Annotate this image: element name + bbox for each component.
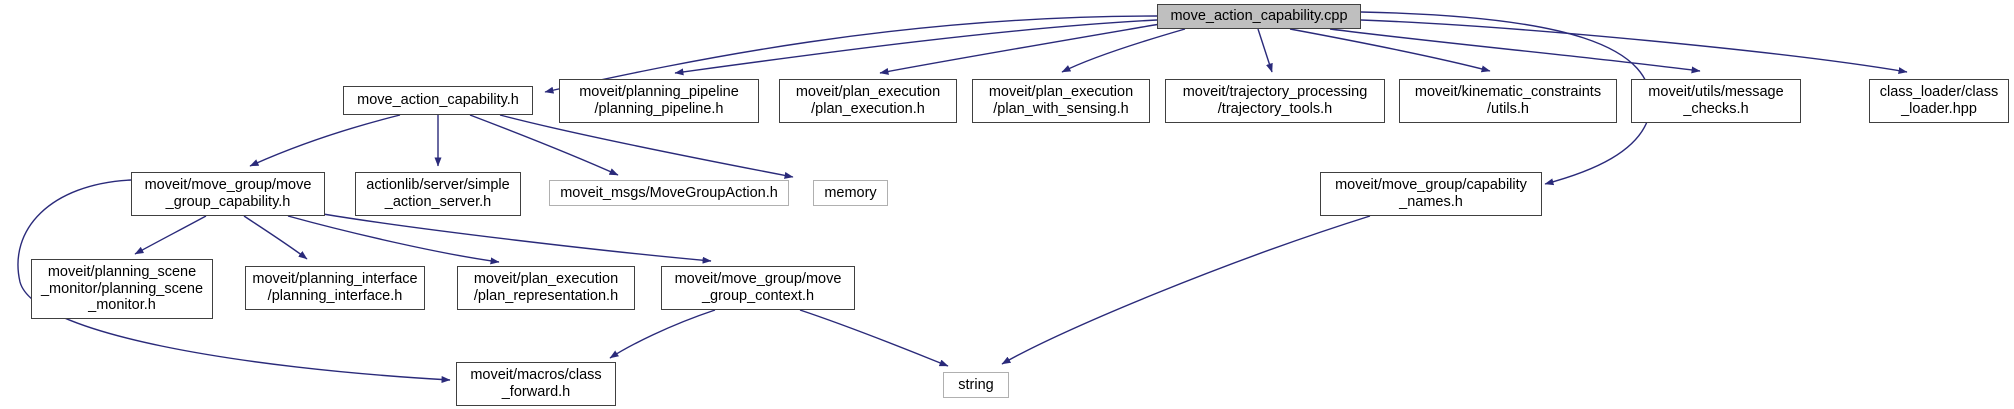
graph-node-label: class_loader/class _loader.hpp [1879, 84, 1999, 117]
edge-root-to-plan_execution [879, 23, 1161, 75]
graph-node-root[interactable]: move_action_capability.cpp [1157, 4, 1361, 29]
graph-node-label: moveit/plan_execution /plan_execution.h [795, 84, 941, 117]
edge-move_action_h-to-movegroup_action [469, 114, 619, 176]
graph-node-group_capability[interactable]: moveit/move_group/move _group_capability… [131, 172, 325, 216]
graph-node-label: string [958, 376, 994, 393]
edge-move_group_context-to-string [799, 309, 949, 367]
graph-node-class_loader[interactable]: class_loader/class _loader.hpp [1869, 79, 2009, 123]
graph-node-trajectory_tools[interactable]: moveit/trajectory_processing /trajectory… [1165, 79, 1385, 123]
graph-node-label: move_action_capability.cpp [1170, 8, 1348, 25]
edge-root-to-plan_with_sensing [1061, 28, 1186, 73]
edge-root-to-planning_pipeline [674, 19, 1158, 76]
edge-move_action_h-to-group_capability [249, 114, 401, 167]
edge-move_group_context-to-class_forward [609, 309, 716, 359]
graph-node-plan_representation[interactable]: moveit/plan_execution /plan_representati… [457, 266, 635, 310]
edge-root-to-kinematic_constraints [1289, 28, 1491, 73]
edge-group_capability-to-plan_representation [287, 215, 500, 265]
graph-node-label: moveit/macros/class _forward.h [470, 367, 602, 400]
graph-node-label: moveit/move_group/capability _names.h [1335, 177, 1527, 210]
graph-node-label: moveit/planning_pipeline /planning_pipel… [579, 84, 739, 117]
graph-node-string[interactable]: string [943, 372, 1009, 398]
graph-node-planning_interface[interactable]: moveit/planning_interface /planning_inte… [245, 266, 425, 310]
graph-node-label: actionlib/server/simple _action_server.h [366, 177, 510, 210]
graph-node-planning_pipeline[interactable]: moveit/planning_pipeline /planning_pipel… [559, 79, 759, 123]
edge-root-to-class_loader [1360, 19, 1908, 75]
graph-node-planning_scene_monitor[interactable]: moveit/planning_scene _monitor/planning_… [31, 259, 213, 319]
graph-node-label: memory [824, 184, 877, 201]
edge-group_capability-to-planning_scene_monitor [134, 215, 207, 255]
graph-node-movegroup_action[interactable]: moveit_msgs/MoveGroupAction.h [549, 180, 789, 206]
graph-node-label: moveit/plan_execution /plan_with_sensing… [988, 84, 1134, 117]
edge-root-to-trajectory_tools [1257, 28, 1273, 73]
graph-node-move_action_h[interactable]: move_action_capability.h [343, 86, 533, 115]
graph-node-simple_action_server[interactable]: actionlib/server/simple _action_server.h [355, 172, 521, 216]
graph-node-label: moveit/move_group/move _group_capability… [144, 177, 312, 210]
edge-group_capability-to-move_group_context [322, 213, 712, 264]
graph-node-label: moveit/planning_scene _monitor/planning_… [40, 263, 204, 314]
graph-node-label: moveit_msgs/MoveGroupAction.h [560, 184, 778, 201]
graph-node-label: moveit/kinematic_constraints /utils.h [1414, 84, 1602, 117]
graph-node-label: moveit/move_group/move _group_context.h [674, 271, 842, 304]
graph-node-label: moveit/trajectory_processing /trajectory… [1182, 84, 1368, 117]
graph-node-capability_names[interactable]: moveit/move_group/capability _names.h [1320, 172, 1542, 216]
graph-node-plan_with_sensing[interactable]: moveit/plan_execution /plan_with_sensing… [972, 79, 1150, 123]
graph-node-label: moveit/plan_execution /plan_representati… [473, 271, 619, 304]
edge-group_capability-to-planning_interface [243, 215, 308, 260]
graph-node-memory[interactable]: memory [813, 180, 888, 206]
graph-node-message_checks[interactable]: moveit/utils/message _checks.h [1631, 79, 1801, 123]
edge-capability_names-to-string [1001, 215, 1371, 365]
graph-node-class_forward[interactable]: moveit/macros/class _forward.h [456, 362, 616, 406]
graph-node-kinematic_constraints[interactable]: moveit/kinematic_constraints /utils.h [1399, 79, 1617, 123]
graph-node-label: move_action_capability.h [357, 92, 519, 109]
edge-root-to-message_checks [1329, 28, 1701, 74]
graph-node-plan_execution[interactable]: moveit/plan_execution /plan_execution.h [779, 79, 957, 123]
graph-node-move_group_context[interactable]: moveit/move_group/move _group_context.h [661, 266, 855, 310]
graph-node-label: moveit/planning_interface /planning_inte… [252, 271, 418, 304]
graph-node-label: moveit/utils/message _checks.h [1648, 84, 1784, 117]
edge-move_action_h-to-memory [499, 114, 794, 179]
